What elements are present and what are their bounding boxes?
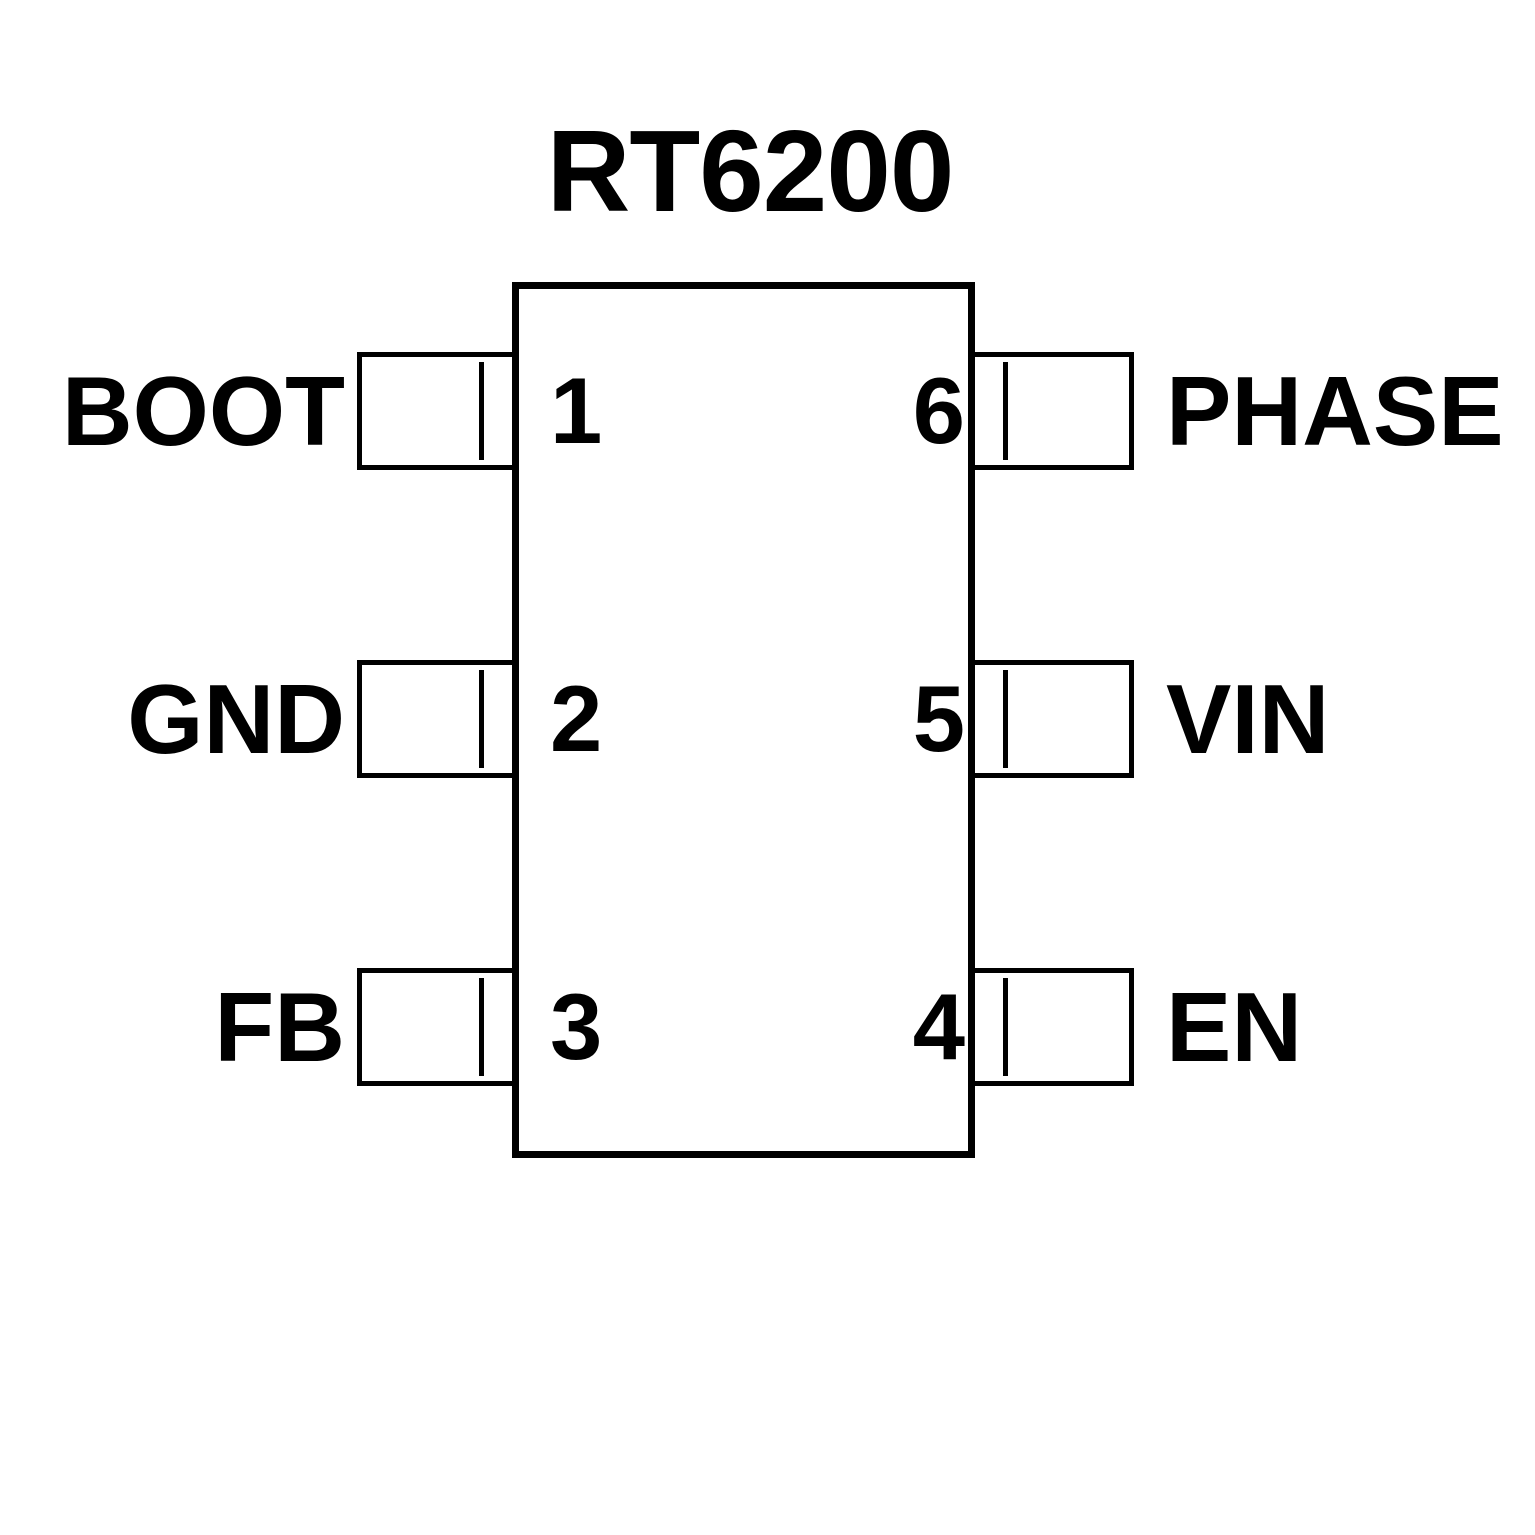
pin-label-phase: PHASE [1166, 356, 1504, 466]
pin-divider-icon [1003, 362, 1008, 460]
pin-divider-icon [1003, 670, 1008, 768]
pin-number-4: 4 [912, 974, 965, 1079]
pin-lead-1 [357, 352, 517, 470]
pin-number-5: 5 [912, 666, 965, 771]
pin-divider-icon [479, 670, 484, 768]
page-title: RT6200 [546, 106, 955, 236]
pin-label-vin: VIN [1166, 664, 1330, 774]
pin-divider-icon [479, 978, 484, 1076]
pin-label-boot: BOOT [61, 356, 345, 466]
pin-lead-6 [970, 352, 1134, 470]
pin-number-1: 1 [550, 358, 603, 463]
pin-lead-2 [357, 660, 517, 778]
pin-label-fb: FB [214, 972, 345, 1082]
pin-divider-icon [479, 362, 484, 460]
pin-lead-3 [357, 968, 517, 1086]
pin-lead-4 [970, 968, 1134, 1086]
pin-lead-5 [970, 660, 1134, 778]
pin-number-3: 3 [550, 974, 603, 1079]
pin-label-gnd: GND [127, 664, 345, 774]
pin-divider-icon [1003, 978, 1008, 1076]
pin-number-2: 2 [550, 666, 603, 771]
ic-package-body [512, 282, 975, 1158]
pin-number-6: 6 [912, 358, 965, 463]
pin-label-en: EN [1166, 972, 1303, 1082]
